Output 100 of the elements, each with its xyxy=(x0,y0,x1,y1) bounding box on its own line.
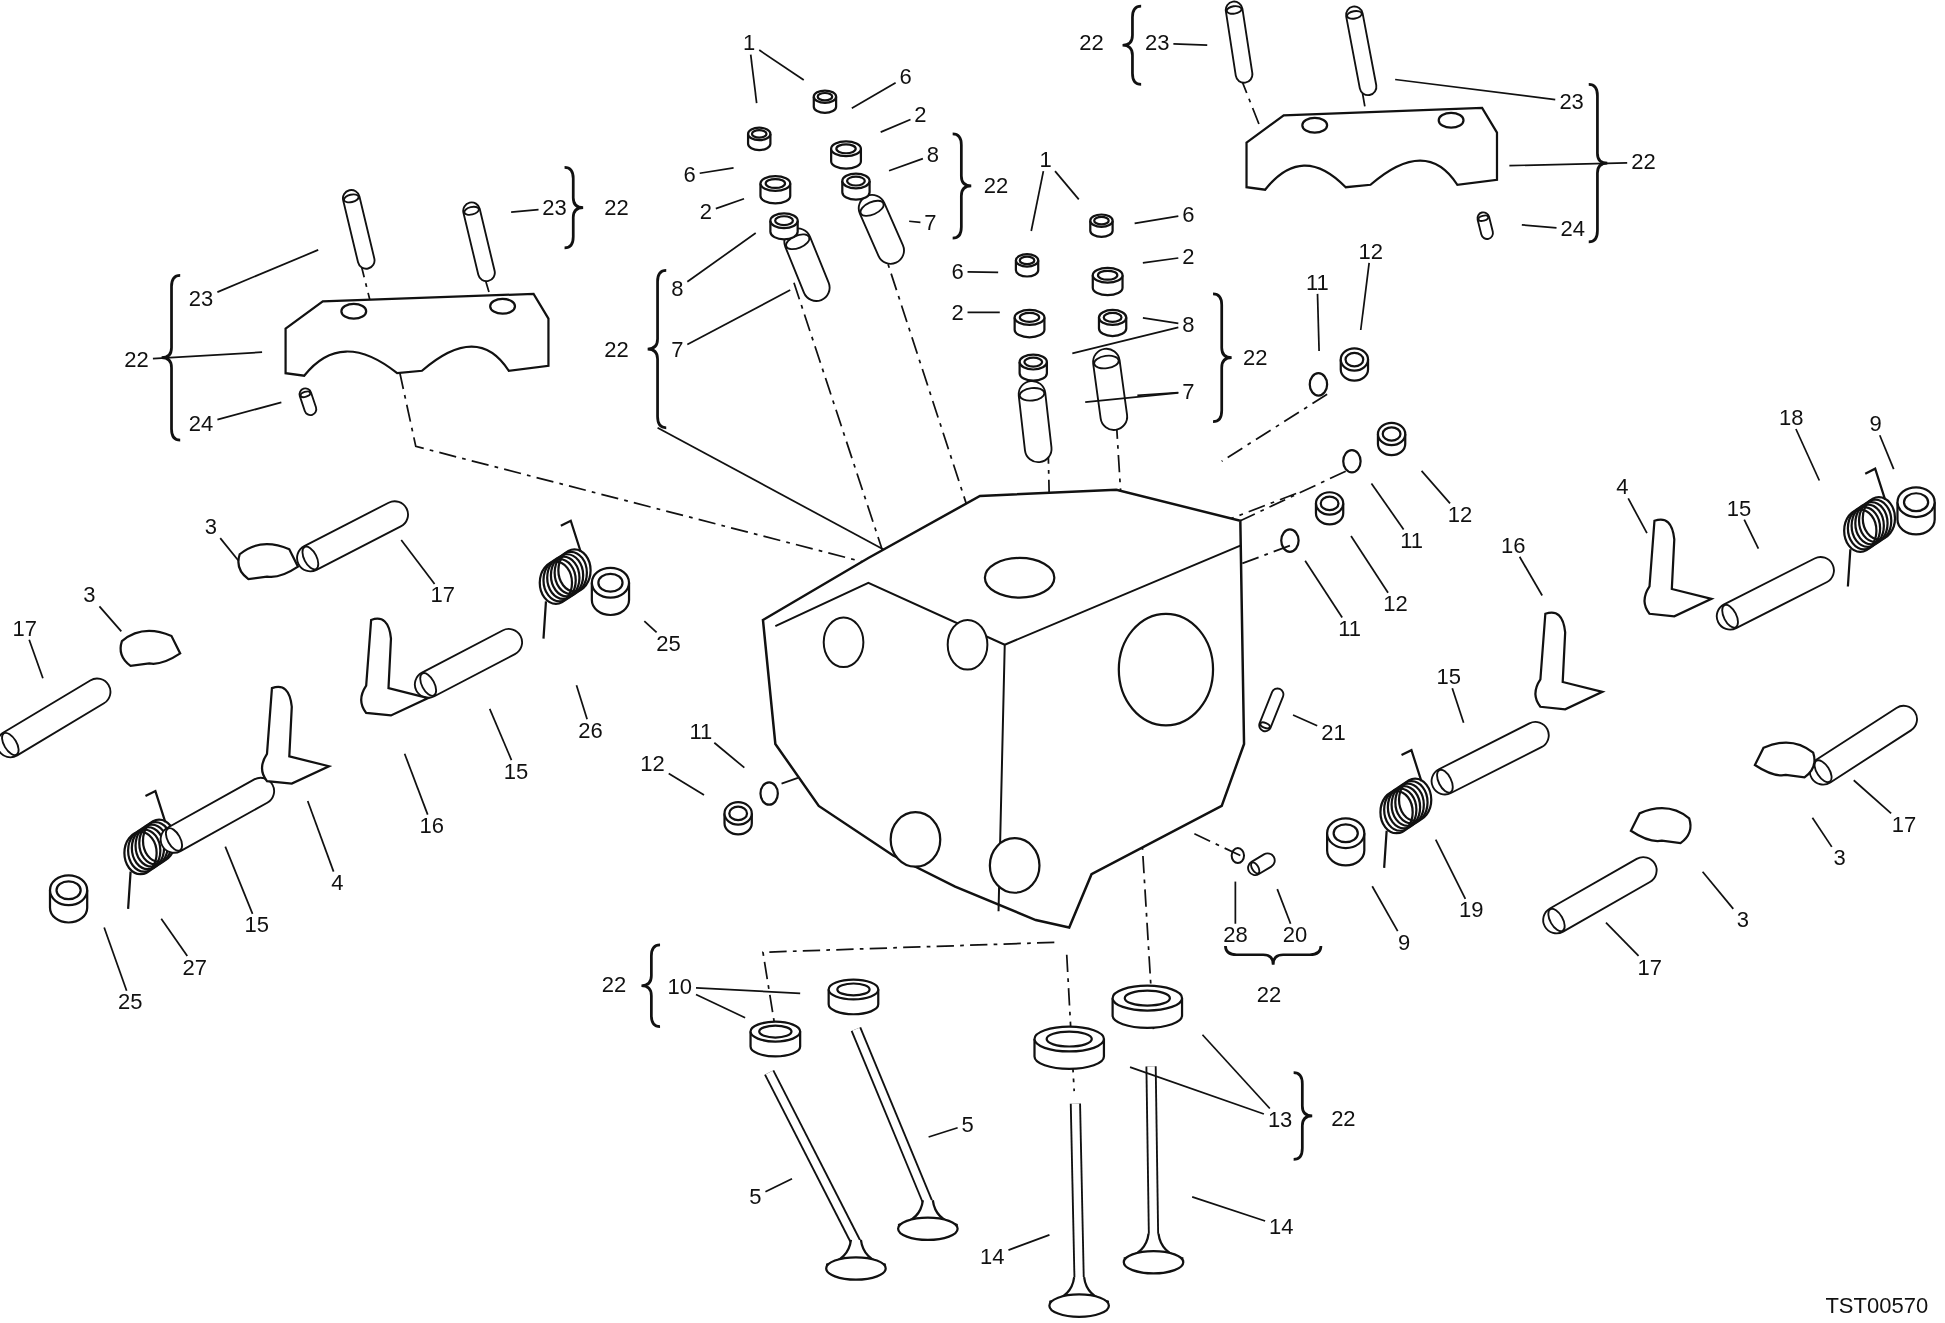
callout-number: 3 xyxy=(1736,909,1749,932)
leader-line xyxy=(1370,482,1405,531)
callout-number: 22 xyxy=(983,175,1009,198)
callout-number: 19 xyxy=(1458,899,1484,922)
callout-number: 25 xyxy=(656,632,681,655)
callout-number: 5 xyxy=(749,1186,762,1208)
callout-number: 12 xyxy=(640,753,665,776)
leader-line xyxy=(403,752,429,816)
callout-number: 14 xyxy=(980,1245,1005,1268)
leader-line xyxy=(643,620,658,634)
callout-number: 2 xyxy=(699,201,712,224)
leader-line xyxy=(1420,470,1451,505)
callout-number: 11 xyxy=(689,720,713,743)
leader-line xyxy=(713,741,746,769)
drawing-code: TST00570 xyxy=(1825,1295,1929,1318)
leader-line xyxy=(966,270,1000,274)
callout-number: 22 xyxy=(1631,151,1656,174)
leader-line xyxy=(1304,559,1344,619)
callout-number: 3 xyxy=(83,584,96,607)
leader-line xyxy=(224,845,254,915)
leader-line xyxy=(1084,391,1180,403)
callout-number: 21 xyxy=(1321,722,1346,745)
callout-number: 23 xyxy=(542,197,567,220)
callout-number: 6 xyxy=(1182,203,1195,226)
leader-line xyxy=(695,993,746,1019)
callout-number: 28 xyxy=(1223,924,1248,947)
callout-number: 22 xyxy=(601,973,627,996)
leader-line xyxy=(1508,161,1629,167)
callout-number: 22 xyxy=(604,197,629,220)
callout-number: 20 xyxy=(1282,924,1308,947)
leader-line xyxy=(850,81,897,110)
leader-line xyxy=(1852,779,1892,815)
leader-line xyxy=(714,197,745,210)
callout-number: 15 xyxy=(1726,497,1752,520)
callout-number: 22 xyxy=(124,348,149,371)
callout-number: 22 xyxy=(1079,32,1104,55)
callout-number: 6 xyxy=(951,260,964,283)
leader-line xyxy=(1071,326,1180,355)
callout-number: 6 xyxy=(899,65,912,88)
leader-line xyxy=(1518,555,1544,597)
leader-line xyxy=(966,311,1001,314)
callout-number: 7 xyxy=(1182,380,1195,403)
leader-line xyxy=(1521,224,1558,229)
callout-number: 5 xyxy=(961,1114,974,1137)
leader-line xyxy=(575,684,588,721)
leader-line xyxy=(758,49,805,81)
leader-line xyxy=(1191,1196,1266,1222)
callout-number: 18 xyxy=(1778,407,1804,429)
callout-number: 12 xyxy=(1358,240,1383,263)
callout-number: 11 xyxy=(1305,271,1329,294)
leader-line xyxy=(888,157,924,172)
leader-line xyxy=(879,118,912,133)
leader-line xyxy=(1359,262,1370,331)
leader-line xyxy=(1007,1234,1051,1251)
leader-line xyxy=(160,917,189,957)
callout-number: 22 xyxy=(1256,983,1282,1006)
leader-line xyxy=(764,1177,793,1193)
callout-number: 4 xyxy=(331,872,344,895)
leader-line xyxy=(1201,1033,1271,1110)
callout-number: 13 xyxy=(1267,1109,1293,1132)
leader-line xyxy=(695,986,802,995)
callout-number: 6 xyxy=(683,163,696,186)
leader-line xyxy=(1878,434,1895,470)
callout-number: 15 xyxy=(244,914,269,937)
callout-number: 8 xyxy=(671,278,684,300)
callout-number: 22 xyxy=(1331,1107,1356,1130)
leader-line xyxy=(306,800,335,873)
callout-number: 17 xyxy=(12,617,38,640)
callout-number: 4 xyxy=(1616,476,1629,499)
leader-line xyxy=(1142,317,1180,325)
leader-line xyxy=(1030,170,1045,232)
leader-line xyxy=(1451,687,1465,724)
callout-number: 27 xyxy=(182,956,207,979)
callout-number: 15 xyxy=(503,760,529,783)
leader-line xyxy=(510,208,540,213)
leader-line xyxy=(1133,215,1180,225)
leader-line xyxy=(1129,1066,1265,1115)
leader-line xyxy=(28,638,44,680)
leader-line xyxy=(1316,293,1320,352)
leader-line xyxy=(216,401,283,421)
callout-number: 11 xyxy=(1338,617,1361,640)
leader-line xyxy=(216,249,320,293)
leader-line xyxy=(1142,257,1180,264)
callout-number: 3 xyxy=(1833,847,1846,870)
callout-number: 7 xyxy=(671,338,684,361)
leader-line xyxy=(400,539,436,585)
callout-number: 24 xyxy=(1560,218,1586,241)
callout-number: 9 xyxy=(1398,931,1411,954)
leader-line xyxy=(1627,497,1648,535)
callout-number: 7 xyxy=(924,212,937,235)
callout-number: 11 xyxy=(1400,529,1424,552)
leader-line xyxy=(686,232,757,283)
leader-line xyxy=(1054,170,1080,201)
leader-line xyxy=(1292,714,1319,727)
leader-line xyxy=(1605,921,1640,957)
callout-number: 22 xyxy=(1243,347,1268,370)
callout-number: 22 xyxy=(604,338,629,361)
leader-line xyxy=(219,537,240,562)
callout-number: 16 xyxy=(1501,534,1526,557)
leader-line xyxy=(1234,880,1237,925)
